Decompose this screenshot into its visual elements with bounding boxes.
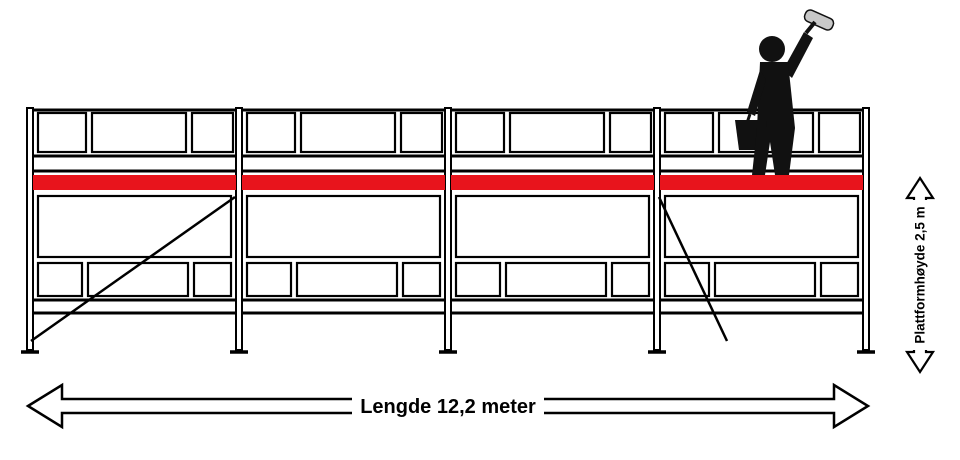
platform-deck-segment: [33, 175, 236, 190]
painter-head: [759, 36, 785, 62]
frame-panel: [817, 111, 862, 154]
standard-posts: [26, 107, 870, 351]
painter-silhouette: [735, 9, 835, 175]
frame-panel: [819, 261, 860, 298]
frame-panel: [454, 261, 502, 298]
painter-lower-arm: [747, 70, 766, 116]
top-guardrail-panels: [36, 111, 862, 154]
frame-panel: [454, 111, 506, 154]
length-label-backing: [352, 396, 544, 417]
frame-panel: [36, 111, 88, 154]
platform-deck-segment: [451, 175, 654, 190]
frame-panel: [508, 111, 606, 154]
frame-panel: [663, 194, 860, 259]
frame-panel: [245, 194, 442, 259]
length-dimension: Lengde 12,2 meter: [25, 382, 871, 430]
painter-raised-arm: [783, 32, 813, 78]
frame-panel: [245, 111, 297, 154]
platform-deck: [33, 175, 863, 190]
standard-post: [862, 107, 870, 351]
frame-panel: [36, 194, 233, 259]
standard-post: [653, 107, 661, 351]
frame-panel: [245, 261, 293, 298]
frame-panel: [610, 261, 651, 298]
platform-deck-segment: [660, 175, 863, 190]
standard-post: [444, 107, 452, 351]
lower-frame-panels: [36, 261, 860, 298]
roller-handle: [804, 20, 817, 35]
height-dimension: Plattformhøyde 2,5 m: [904, 175, 936, 375]
scaffold-structure: [21, 107, 875, 354]
frame-panel: [190, 111, 235, 154]
paint-roller-icon: [803, 9, 835, 31]
height-label-backing: [912, 200, 928, 350]
diagonal-brace-right: [657, 196, 729, 342]
platform-deck-segment: [242, 175, 445, 190]
frame-panel: [36, 261, 84, 298]
frame-panel: [663, 261, 711, 298]
height-label: Plattformhøyde 2,5 m: [913, 206, 928, 343]
standard-post: [26, 107, 34, 351]
middle-frame-panels: [36, 194, 860, 259]
frame-panel: [90, 111, 188, 154]
frame-panel: [401, 261, 442, 298]
frame-panel: [295, 261, 399, 298]
diagonal-brace-left: [30, 195, 236, 343]
frame-panel: [713, 261, 817, 298]
frame-panel: [608, 111, 653, 154]
length-label: Lengde 12,2 meter: [360, 396, 536, 418]
frame-panel: [299, 111, 397, 154]
frame-panel: [454, 194, 651, 259]
painter-legs: [752, 128, 795, 175]
standard-post: [235, 107, 243, 351]
frame-panel: [399, 111, 444, 154]
frame-panel: [192, 261, 233, 298]
painter-torso: [757, 62, 795, 128]
frame-panel: [663, 111, 715, 154]
frame-panel: [504, 261, 608, 298]
